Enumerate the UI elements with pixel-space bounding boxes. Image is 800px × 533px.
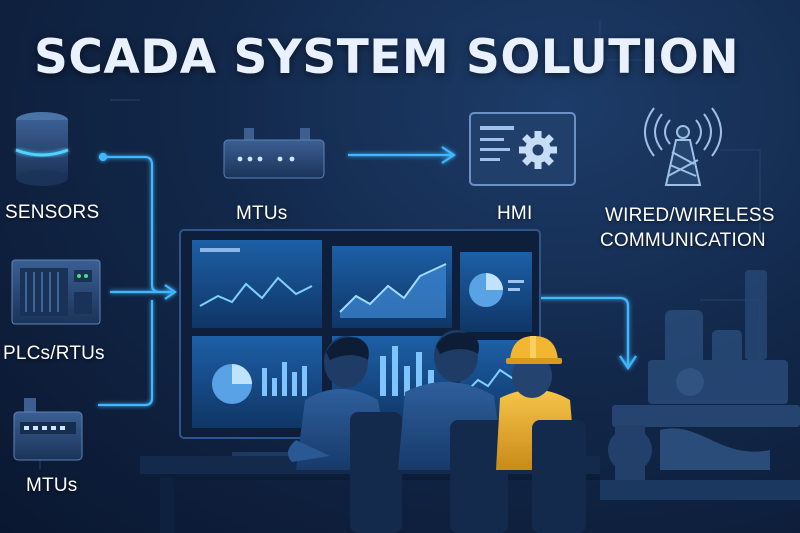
label-sensors: SENSORS xyxy=(5,202,100,223)
operator-hard-hat xyxy=(496,336,586,533)
industrial-plant-silhouette xyxy=(600,270,800,500)
flow-arrows xyxy=(98,146,637,407)
screen-area-chart xyxy=(332,246,452,328)
radio-tower-icon xyxy=(644,107,722,186)
label-comm-line2: COMMUNICATION xyxy=(600,230,766,251)
plc-rack-icon xyxy=(11,259,101,325)
operator-left xyxy=(287,336,402,533)
database-icon xyxy=(15,112,69,186)
label-plcs-rtus: PLCs/RTUs xyxy=(3,343,105,364)
hmi-gear-monitor-icon xyxy=(469,112,576,186)
label-hmi: HMI xyxy=(497,203,533,224)
label-comm-line1: WIRED/WIRELESS xyxy=(605,205,775,226)
mtu-device-icon xyxy=(13,398,83,461)
label-mtus-bottom: MTUs xyxy=(26,475,78,496)
screen-line-chart-1 xyxy=(192,240,322,328)
page-title: SCADA SYSTEM SOLUTION xyxy=(34,30,740,85)
screen-pie-chart xyxy=(460,252,532,332)
network-router-icon xyxy=(223,128,325,179)
label-mtus-top: MTUs xyxy=(236,203,288,224)
operator-middle xyxy=(398,330,508,533)
screen-pie-dashboard xyxy=(192,336,322,428)
